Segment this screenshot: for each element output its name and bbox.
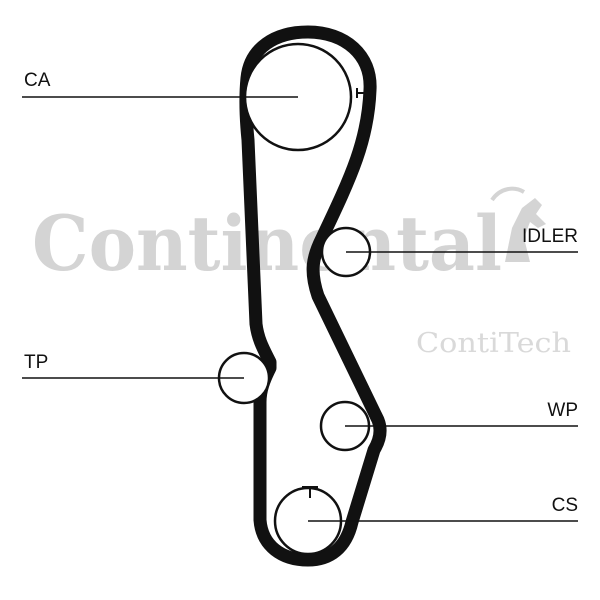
- tp-label: TP: [24, 352, 48, 373]
- idler-label: IDLER: [522, 226, 578, 247]
- continental-logo-text: Continental: [32, 199, 502, 288]
- cs-label: CS: [552, 495, 578, 516]
- timing-belt: [239, 25, 387, 567]
- horse-logo-icon: [490, 186, 546, 262]
- contitech-watermark: ContiTech: [416, 328, 571, 359]
- ca-label: CA: [24, 70, 51, 91]
- continental-watermark: Continental: [32, 186, 546, 288]
- wp-label: WP: [547, 400, 578, 421]
